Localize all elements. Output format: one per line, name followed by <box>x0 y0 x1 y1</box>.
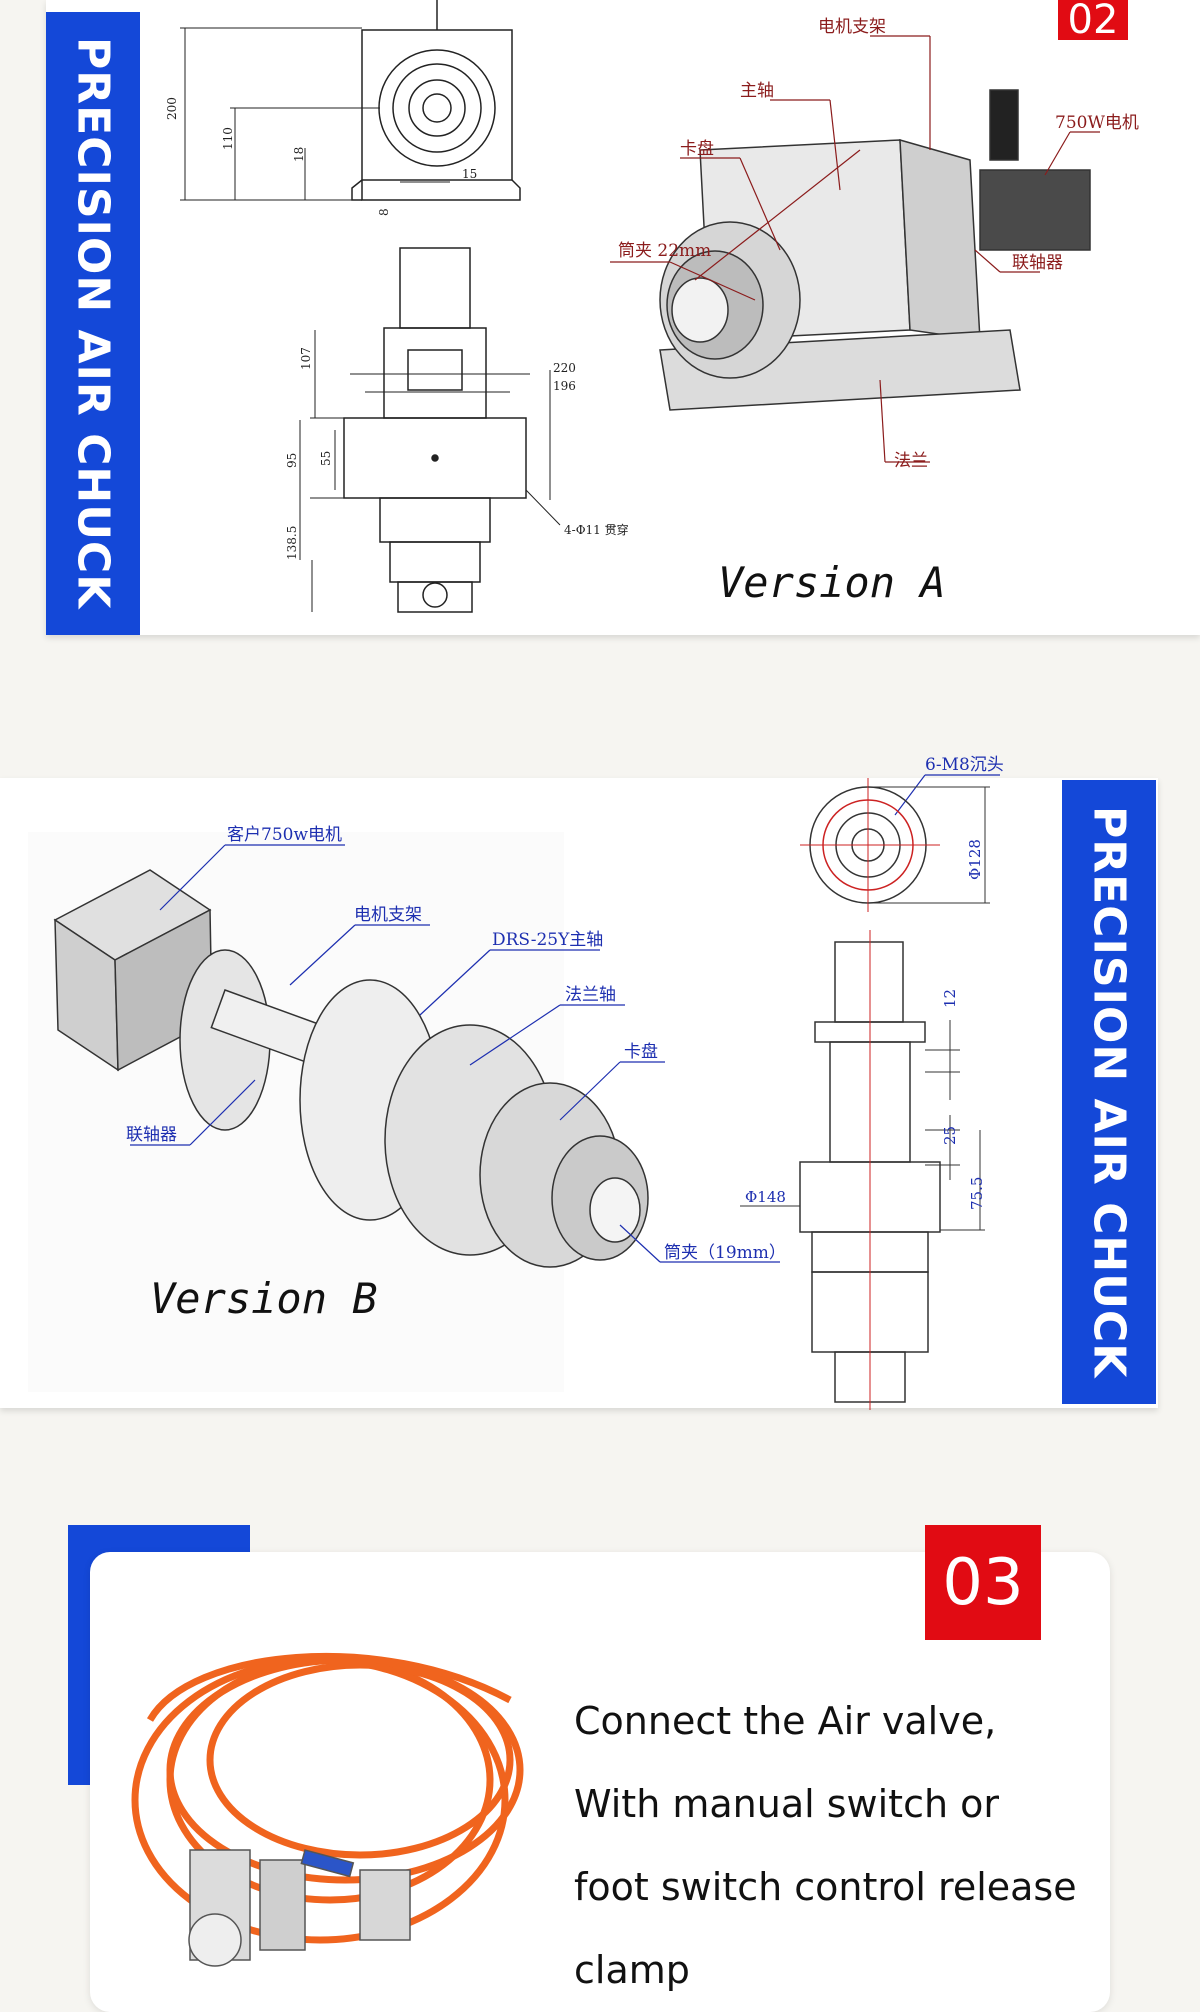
front-view-top <box>180 0 521 201</box>
dim-55: 55 <box>319 451 333 466</box>
desc-line-1: Connect the Air valve, <box>574 1699 997 1743</box>
label-spindle-a: 主轴 <box>740 81 774 101</box>
dim-110: 110 <box>221 127 235 150</box>
section-b-side-bar: PRECISION AIR CHUCK <box>1062 780 1156 1404</box>
dim-148: Φ148 <box>745 1188 786 1206</box>
desc-line-2: With manual switch or <box>574 1782 1000 1826</box>
section-a-badge: 02 <box>1058 0 1128 40</box>
section-a-badge-text: 02 <box>1067 0 1119 43</box>
label-spindle-b: DRS-25Y主轴 <box>492 930 603 950</box>
section-c-description: Connect the Air valve, With manual switc… <box>574 1680 1094 2012</box>
dim-107: 107 <box>299 347 313 370</box>
dim-75: 75.5 <box>968 1177 986 1210</box>
desc-line-3: foot switch control release <box>574 1865 1077 1909</box>
section-a-side-label: PRECISION AIR CHUCK <box>67 37 119 610</box>
label-motor-bracket-a: 电机支架 <box>818 17 886 37</box>
dim-200: 200 <box>165 97 179 120</box>
label-countersink-b: 6-M8沉头 <box>925 755 1004 775</box>
section-a-side-bar: PRECISION AIR CHUCK <box>46 12 140 635</box>
section-c-badge-text: 03 <box>942 1545 1024 1620</box>
section-b-side-label: PRECISION AIR CHUCK <box>1083 805 1135 1379</box>
version-b-label: Version B <box>150 1274 378 1323</box>
dim-15: 15 <box>462 167 477 181</box>
label-motor-a: 750W电机 <box>1055 113 1139 133</box>
label-motor-b: 客户750w电机 <box>227 825 342 845</box>
label-coupling-b: 联轴器 <box>126 1125 177 1145</box>
dim-8: 8 <box>377 208 391 216</box>
dim-196: 196 <box>553 379 576 393</box>
dim-128: Φ128 <box>966 839 984 880</box>
version-a-drawing: 200 110 18 15 8 107 220 196 95 55 138.5 … <box>165 0 1139 613</box>
label-chuck-a: 卡盘 <box>680 139 714 159</box>
top-view-b <box>800 778 990 912</box>
dim-holes: 4-Φ11 贯穿 <box>564 522 629 537</box>
dim-95: 95 <box>285 453 299 468</box>
valve-assembly <box>188 1849 411 1967</box>
label-coupling-a: 联轴器 <box>1012 253 1063 273</box>
air-valve-photo <box>131 1652 524 1967</box>
side-view-b <box>740 930 985 1410</box>
version-b-drawing: 客户750w电机 电机支架 DRS-25Y主轴 法兰轴 卡盘 联轴器 筒夹（19… <box>28 755 1004 1410</box>
label-flange-a: 法兰 <box>894 451 928 471</box>
leader-lines-a <box>610 35 1100 463</box>
label-collet-a: 筒夹 22mm <box>618 241 711 261</box>
dim-18: 18 <box>292 147 306 162</box>
isometric-assembly-b <box>53 869 649 1268</box>
front-view-bottom <box>299 247 561 613</box>
dim-25: 25 <box>941 1126 959 1145</box>
version-a-label: Version A <box>718 558 946 607</box>
dim-138: 138.5 <box>285 526 299 560</box>
isometric-assembly-a <box>659 89 1091 411</box>
leader-lines-b <box>130 774 1000 1263</box>
label-motor-bracket-b: 电机支架 <box>354 905 422 925</box>
dim-220: 220 <box>553 361 576 375</box>
label-collet-b: 筒夹（19mm） <box>664 1243 786 1263</box>
label-flange-shaft-b: 法兰轴 <box>565 985 616 1005</box>
desc-line-4: clamp <box>574 1948 690 1992</box>
dim-12: 12 <box>941 989 959 1008</box>
section-c-badge: 03 <box>925 1525 1041 1640</box>
label-chuck-b: 卡盘 <box>624 1042 658 1062</box>
